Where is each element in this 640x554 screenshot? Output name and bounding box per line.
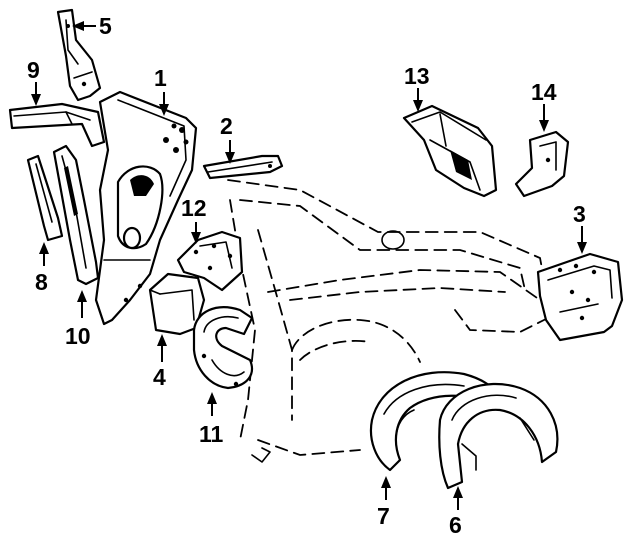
callout-11: 11 (199, 392, 224, 447)
part-6-inner-wheelhouse (438, 383, 559, 490)
callout-1: 1 (154, 65, 169, 116)
callout-12-number: 12 (181, 195, 207, 221)
callout-5-number: 5 (99, 13, 112, 39)
quarter-panel-outline (227, 179, 549, 463)
callout-3-number: 3 (573, 201, 586, 227)
part-11-wheelhouse-shield (192, 306, 254, 390)
callout-11-number: 11 (199, 421, 224, 447)
callout-13: 13 (404, 63, 430, 112)
callout-10-number: 10 (65, 323, 91, 349)
part-8-pillar-strip (26, 154, 64, 242)
callout-10: 10 (65, 290, 91, 349)
part-3-extension-panel (536, 252, 624, 342)
callout-2: 2 (220, 113, 235, 164)
part-13-rear-rail (402, 104, 498, 198)
callout-6-number: 6 (449, 512, 462, 538)
part-2-rail-extension (202, 154, 284, 180)
part-1-inner-quarter-panel (94, 90, 198, 326)
callout-14-number: 14 (531, 79, 557, 105)
callout-5: 5 (72, 13, 112, 39)
callout-8-number: 8 (35, 269, 48, 295)
part-9-rail-reinforcement (8, 102, 106, 148)
part-12-brace (176, 230, 244, 292)
part-5-pillar-bracket (56, 8, 102, 102)
callout-6: 6 (449, 486, 463, 538)
callout-7: 7 (377, 476, 391, 529)
part-10-lock-pillar (52, 144, 100, 286)
callout-8: 8 (35, 242, 49, 295)
callout-9: 9 (27, 57, 41, 106)
callout-7-number: 7 (377, 503, 390, 529)
callout-2-number: 2 (220, 113, 233, 139)
callout-1-number: 1 (154, 65, 167, 91)
part-14-rear-bracket (514, 130, 570, 198)
callout-13-number: 13 (404, 63, 430, 89)
callout-12: 12 (181, 195, 207, 244)
callout-9-number: 9 (27, 57, 40, 83)
callout-4-number: 4 (153, 364, 166, 390)
part-4-wheelhouse-box (148, 272, 206, 336)
callout-4: 4 (153, 334, 167, 390)
callout-3: 3 (573, 201, 587, 254)
callout-14: 14 (531, 79, 557, 132)
